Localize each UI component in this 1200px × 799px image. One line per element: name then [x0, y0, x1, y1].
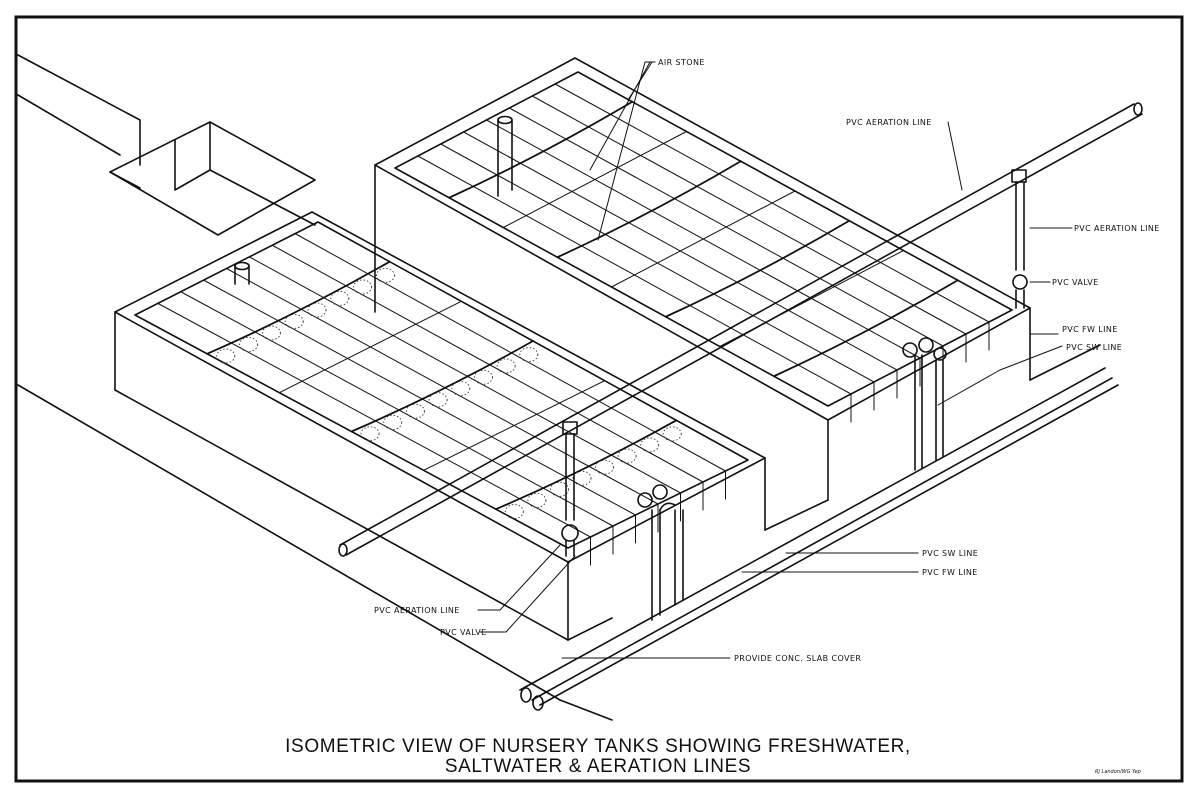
- aeration-hose: [448, 100, 634, 199]
- ground-outline: [17, 54, 613, 721]
- label-slab-cover: PROVIDE CONC. SLAB COVER: [734, 654, 861, 663]
- air-stone: [474, 369, 493, 385]
- air-stone: [284, 313, 304, 329]
- divider-line: [271, 244, 704, 483]
- label-pvc-aeration-line-top: PVC AERATION LINE: [846, 118, 932, 127]
- front-tank-divider-grid: [157, 233, 726, 566]
- air-stone: [527, 492, 547, 508]
- label-pvc-valve-right: PVC VALVE: [1052, 278, 1099, 287]
- air-stone: [662, 426, 682, 442]
- divider-line: [226, 268, 659, 505]
- air-stone: [595, 459, 615, 475]
- aeration-hose: [664, 219, 851, 318]
- front-tank-aeration-lines: [206, 260, 678, 511]
- air-stone: [375, 267, 395, 283]
- back-tank-divider-grid: [417, 83, 990, 423]
- drafter-credit: RJ Landon/WG Yep: [1095, 769, 1141, 775]
- divider-line: [611, 190, 796, 288]
- main-aeration-pipe: [338, 102, 1143, 557]
- air-stone: [360, 426, 380, 442]
- air-stone: [216, 348, 236, 364]
- back-tank-aeration-lines: [448, 100, 959, 378]
- aeration-hose: [556, 160, 742, 259]
- air-stone: [617, 448, 637, 464]
- air-stone: [428, 392, 448, 408]
- aeration-hose: [350, 340, 534, 433]
- divider-line: [278, 300, 462, 394]
- air-stone: [451, 381, 471, 396]
- aeration-hose: [206, 260, 391, 355]
- air-stone: [572, 470, 592, 486]
- air-stone: [496, 358, 516, 374]
- label-air-stone: AIR STONE: [658, 58, 705, 67]
- standpipe-front: [234, 261, 250, 285]
- label-pvc-valve-bottom: PVC VALVE: [440, 628, 487, 637]
- leader-lines: [477, 61, 1073, 659]
- air-stone: [307, 302, 327, 318]
- air-stone: [504, 504, 524, 519]
- aeration-hose: [494, 419, 678, 511]
- air-stone: [353, 279, 373, 295]
- divider-line: [157, 302, 591, 538]
- label-pvc-aeration-line-bottom: PVC AERATION LINE: [374, 606, 460, 615]
- air-stone: [383, 414, 403, 430]
- air-stone: [519, 347, 539, 363]
- standpipe-back: [497, 115, 513, 197]
- sheet-border: [14, 15, 1184, 783]
- label-pvc-sw-line-lower: PVC SW LINE: [922, 549, 978, 558]
- air-stone: [640, 437, 660, 453]
- label-pvc-fw-line-lower: PVC FW LINE: [922, 568, 978, 577]
- fw-sw-piping: [519, 337, 1119, 711]
- air-stone: [261, 325, 281, 341]
- label-pvc-sw-line-right: PVC SW LINE: [1066, 343, 1122, 352]
- divider-line: [423, 380, 606, 471]
- air-stones: [216, 267, 682, 519]
- divider-line: [180, 291, 614, 527]
- divider-line: [248, 256, 681, 494]
- air-stone: [549, 481, 569, 497]
- label-pvc-fw-line-right: PVC FW LINE: [1062, 325, 1118, 334]
- air-stone: [239, 337, 259, 352]
- drawing-title-line1: ISOMETRIC VIEW OF NURSERY TANKS SHOWING …: [285, 736, 911, 757]
- divider-line: [294, 233, 726, 472]
- label-pvc-aeration-line-right: PVC AERATION LINE: [1074, 224, 1160, 233]
- divider-line: [203, 279, 636, 516]
- drawing-title-line2: SALTWATER & AERATION LINES: [445, 756, 751, 777]
- air-stone: [330, 290, 350, 306]
- air-stone: [405, 403, 425, 419]
- aeration-hose: [772, 279, 959, 378]
- back-tank: [374, 57, 1101, 501]
- sump-box: [109, 121, 316, 236]
- divider-line: [502, 131, 687, 228]
